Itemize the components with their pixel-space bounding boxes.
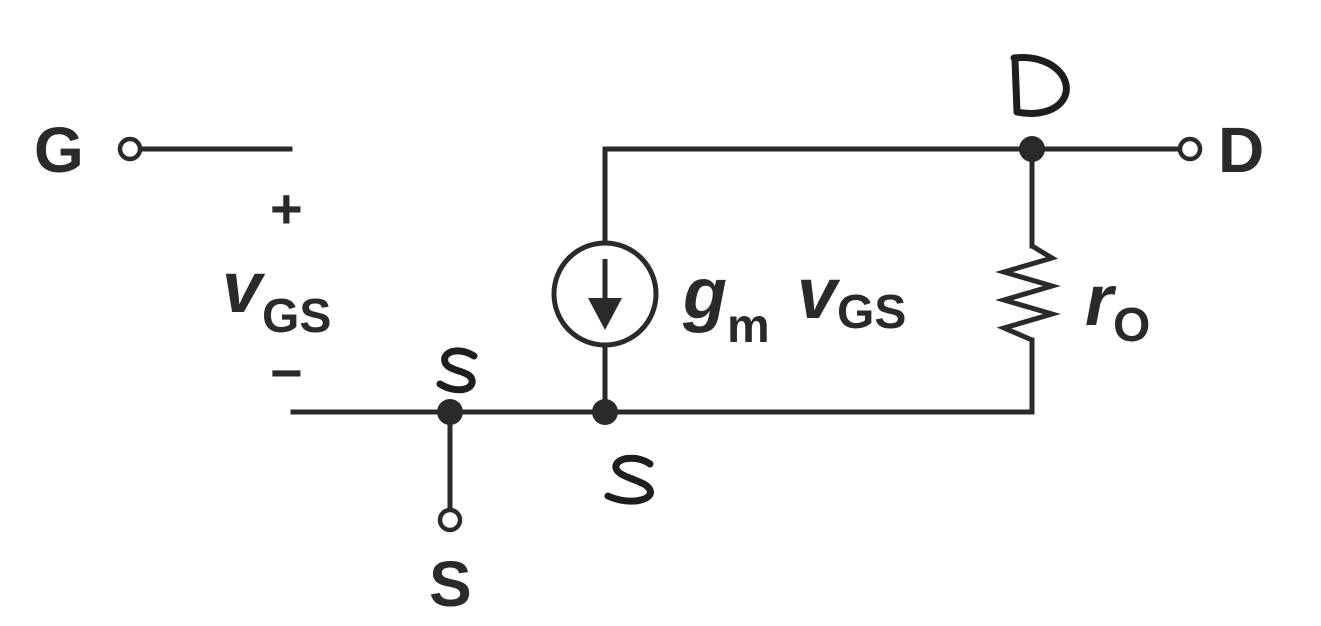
vgs-plus-sign: + xyxy=(270,177,303,240)
drain-terminal xyxy=(1177,136,1203,162)
drain-label: D xyxy=(1218,114,1264,186)
handwritten-d-annotation xyxy=(1010,54,1070,117)
source-label: S xyxy=(429,548,472,620)
ro-label: rO xyxy=(1085,261,1150,352)
current-arrow-head-icon xyxy=(588,298,622,330)
gm-subscript: m xyxy=(727,300,770,353)
gm-vgs-subscript: GS xyxy=(837,286,906,339)
vgs-symbol: v xyxy=(222,248,266,328)
ro-subscript: O xyxy=(1113,299,1150,352)
gate-label: G xyxy=(34,114,84,186)
gm-label: gm xyxy=(682,254,770,353)
source-node-dot-right xyxy=(592,399,618,425)
handwritten-s-annotation-lower xyxy=(604,454,654,505)
gm-symbol: g xyxy=(682,254,727,334)
ro-symbol: r xyxy=(1085,261,1117,341)
source-terminal xyxy=(437,507,463,533)
gm-vgs-label: vGS xyxy=(797,254,906,339)
resistor-zigzag xyxy=(995,243,1061,343)
gm-vgs-symbol: v xyxy=(797,254,841,334)
gate-terminal xyxy=(117,136,143,162)
vgs-label: vGS xyxy=(222,248,331,343)
vgs-subscript: GS xyxy=(262,290,331,343)
vgs-minus-sign: − xyxy=(270,341,303,404)
handwritten-s-annotation-upper xyxy=(436,347,478,394)
top-wire xyxy=(602,146,1183,206)
